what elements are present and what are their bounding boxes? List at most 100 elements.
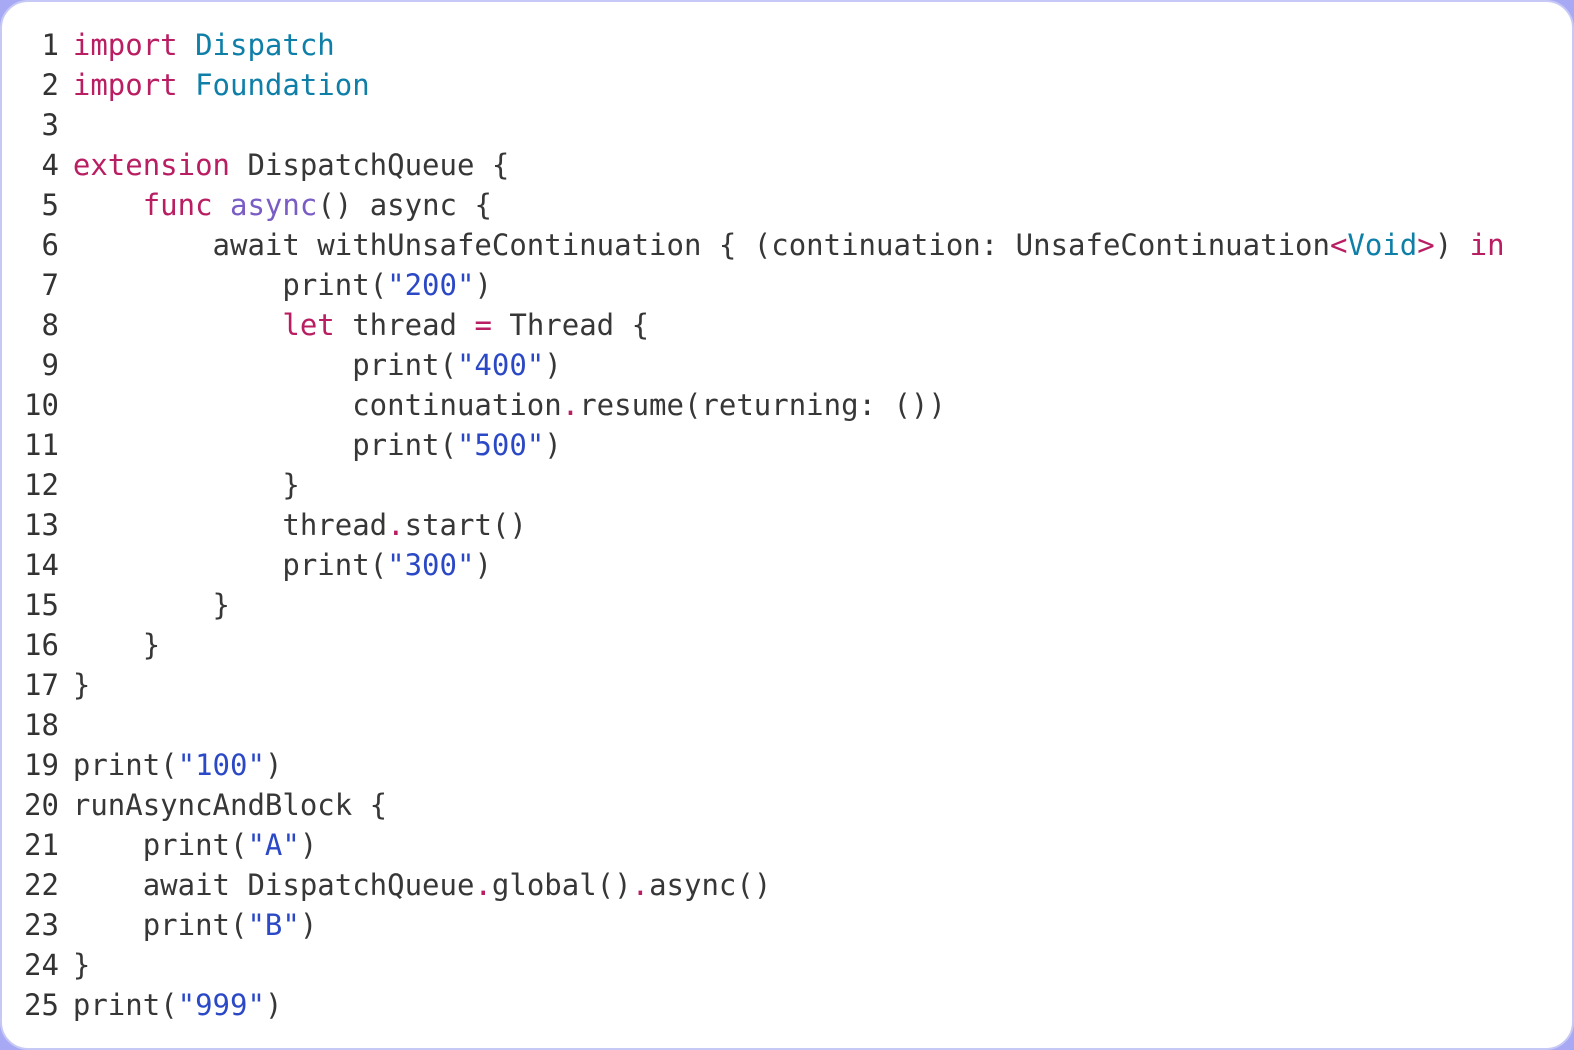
code-token-plain: ) xyxy=(474,548,492,582)
code-line: 15 } xyxy=(24,585,1556,625)
code-text: import Foundation xyxy=(73,65,370,105)
code-line: 12 } xyxy=(24,465,1556,505)
line-number: 21 xyxy=(24,828,59,862)
code-token-kw: . xyxy=(561,388,580,422)
code-token-plain: ) xyxy=(474,268,492,302)
code-token-plain: async() xyxy=(649,868,772,902)
code-token-plain: global() xyxy=(491,868,632,902)
code-line: 8 let thread = Thread { xyxy=(24,305,1556,345)
code-line: 13 thread.start() xyxy=(24,505,1556,545)
line-number: 16 xyxy=(24,628,59,662)
code-line: 7 print("200") xyxy=(24,265,1556,305)
code-text: } xyxy=(73,665,90,705)
code-line: 19 print("100") xyxy=(24,745,1556,785)
code-token-str: "300" xyxy=(387,548,475,582)
code-token-plain: ) xyxy=(1434,228,1470,262)
code-token-plain: print( xyxy=(72,428,457,462)
code-token-str: "A" xyxy=(247,828,300,862)
code-line: 5 func async() async { xyxy=(24,185,1556,225)
line-number: 19 xyxy=(24,748,59,782)
code-line: 22 await DispatchQueue.global().async() xyxy=(24,865,1556,905)
code-token-kw: func xyxy=(142,188,213,222)
code-token-plain: print( xyxy=(72,348,457,382)
code-token-plain: print( xyxy=(72,908,248,942)
code-text: print("400") xyxy=(73,345,562,385)
code-token-plain xyxy=(178,28,195,62)
code-text: let thread = Thread { xyxy=(73,305,649,345)
code-token-plain: start() xyxy=(404,508,527,542)
code-token-plain: print( xyxy=(72,268,388,302)
line-number: 9 xyxy=(41,348,59,382)
line-number: 14 xyxy=(24,548,59,582)
code-token-plain xyxy=(178,68,195,102)
code-token-str: "400" xyxy=(456,348,545,382)
code-token-str: "200" xyxy=(387,268,475,302)
code-token-plain: } xyxy=(72,668,91,702)
code-token-plain: await withUnsafeContinuation { (continua… xyxy=(72,228,1330,262)
code-token-plain: continuation xyxy=(72,388,562,422)
code-token-plain: print( xyxy=(72,988,178,1022)
code-token-plain: print( xyxy=(72,748,178,782)
code-text: print("B") xyxy=(72,905,318,945)
line-number: 4 xyxy=(41,148,59,182)
code-text: extension DispatchQueue { xyxy=(73,145,510,185)
line-number: 24 xyxy=(24,948,59,982)
code-token-kw: > xyxy=(1417,228,1435,262)
code-line: 3 xyxy=(24,105,1556,145)
code-token-plain: () async { xyxy=(317,188,492,222)
code-line: 18 xyxy=(24,705,1556,745)
code-text: } xyxy=(73,945,90,985)
code-line: 10 continuation.resume(returning: ()) xyxy=(24,385,1556,425)
code-line: 9 print("400") xyxy=(24,345,1556,385)
code-line: 6 await withUnsafeContinuation { (contin… xyxy=(24,225,1556,265)
code-token-kw: extension xyxy=(72,148,230,182)
code-token-plain: ) xyxy=(544,428,562,462)
code-token-plain xyxy=(73,308,283,342)
line-number: 22 xyxy=(24,868,59,902)
code-token-kw: import xyxy=(72,68,178,102)
line-number: 5 xyxy=(41,188,59,222)
code-line: 16 } xyxy=(24,625,1556,665)
code-text: continuation.resume(returning: ()) xyxy=(73,385,946,425)
line-number: 6 xyxy=(41,228,59,262)
code-token-plain: runAsyncAndBlock { xyxy=(72,788,388,822)
code-text: print("100") xyxy=(73,745,283,785)
code-token-plain: } xyxy=(72,588,230,622)
code-text: print("200") xyxy=(73,265,492,305)
line-number: 3 xyxy=(41,108,59,142)
code-token-plain: await DispatchQueue xyxy=(72,868,475,902)
code-token-fn: async xyxy=(230,188,318,222)
code-token-kw: . xyxy=(631,868,650,902)
line-number: 23 xyxy=(24,908,59,942)
line-number: 13 xyxy=(24,508,59,542)
line-number: 17 xyxy=(24,668,59,702)
code-token-plain: DispatchQueue { xyxy=(230,148,510,182)
code-text: await DispatchQueue.global().async() xyxy=(72,865,772,905)
line-number: 7 xyxy=(41,268,59,302)
code-line: 23 print("B") xyxy=(24,905,1556,945)
code-token-kw: let xyxy=(282,308,335,342)
line-number: 11 xyxy=(24,428,59,462)
code-token-plain: Thread { xyxy=(491,308,650,342)
code-text: await withUnsafeContinuation { (continua… xyxy=(73,225,1505,265)
code-text: runAsyncAndBlock { xyxy=(73,785,387,825)
code-text: thread.start() xyxy=(72,505,527,545)
code-line: 24} xyxy=(24,945,1556,985)
code-token-type: Dispatch xyxy=(195,28,335,62)
line-number: 20 xyxy=(24,788,59,822)
code-token-plain: resume(returning: ()) xyxy=(579,388,946,422)
code-text: print("A") xyxy=(72,825,318,865)
code-token-str: "999" xyxy=(177,988,265,1022)
code-line: 17} xyxy=(24,665,1556,705)
code-token-plain: print( xyxy=(72,828,248,862)
line-number: 15 xyxy=(24,588,59,622)
code-token-kw: . xyxy=(474,868,492,902)
code-token-str: "500" xyxy=(456,428,545,462)
code-token-plain: thread xyxy=(72,508,388,542)
code-text: func async() async { xyxy=(73,185,492,225)
code-text: } xyxy=(73,625,160,665)
